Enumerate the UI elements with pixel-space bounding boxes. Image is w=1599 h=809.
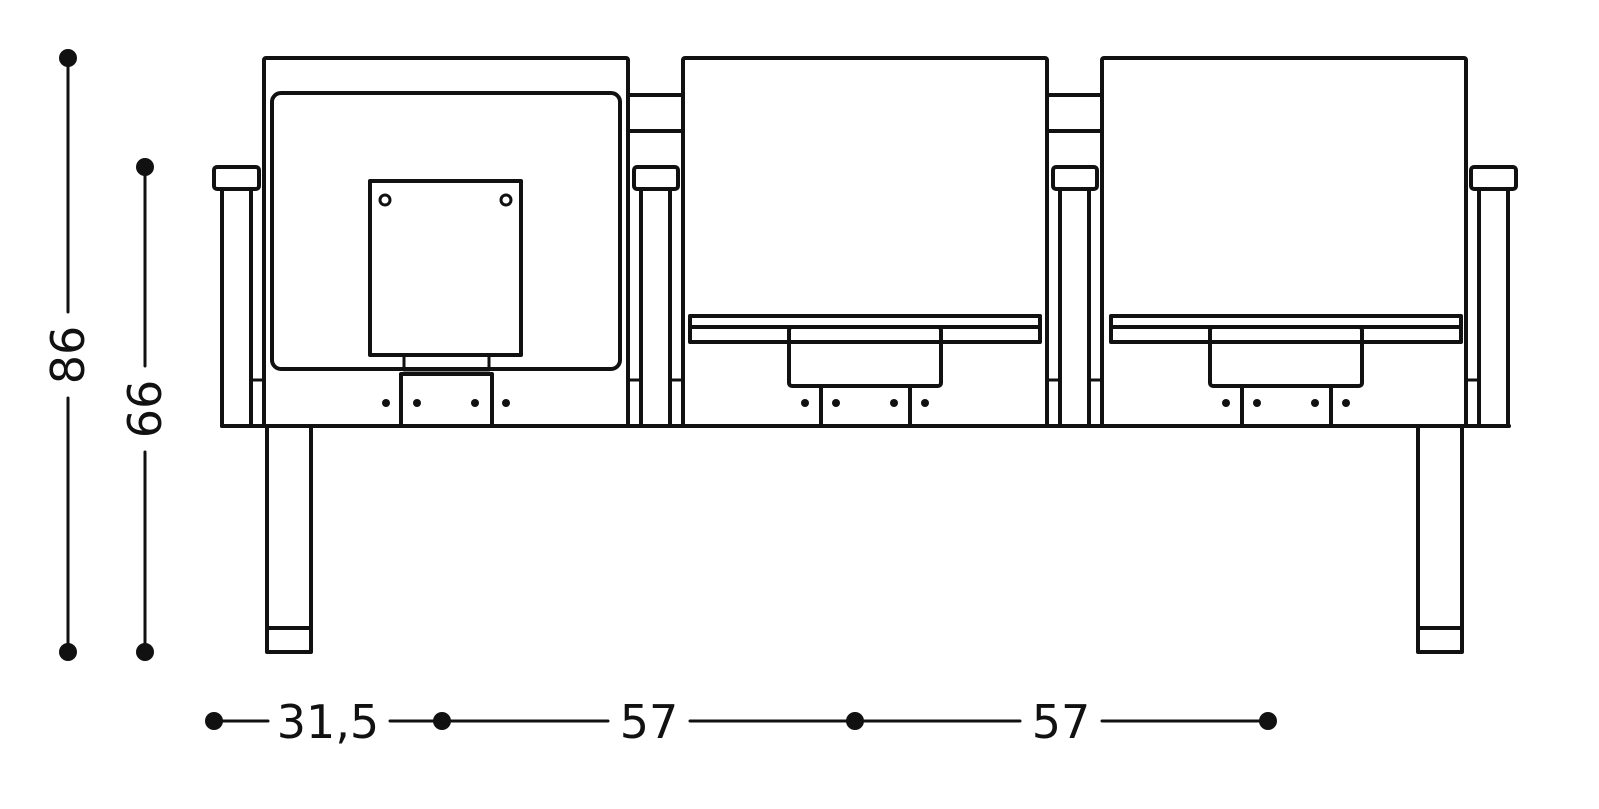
screw-hole (378, 193, 392, 207)
seat-2 (681, 56, 1049, 428)
seat-back (1100, 56, 1468, 428)
dimension-total-height: 86 (41, 49, 95, 661)
armrests (212, 165, 1518, 428)
seat-box (1208, 325, 1364, 388)
bolts (801, 399, 929, 407)
seat-box (787, 325, 943, 388)
seat-3 (1100, 56, 1468, 428)
dimension-armrest-height: 66 (118, 158, 172, 661)
dimension-label: 66 (118, 380, 172, 439)
dimension-label: 57 (620, 695, 679, 749)
dimension-label: 31,5 (277, 695, 379, 749)
leg-left (265, 424, 313, 654)
seat-1-folded (262, 56, 630, 428)
dimension-label: 86 (41, 326, 95, 385)
dimension-horizontal: 31,5 57 57 (205, 695, 1277, 749)
bolts (382, 399, 510, 407)
back-connectors (626, 93, 1104, 133)
armrest (626, 165, 685, 428)
hinge (402, 353, 491, 372)
armrest (212, 165, 266, 428)
screw-hole (499, 193, 513, 207)
seat-back (681, 56, 1049, 428)
mount-plate (368, 179, 523, 357)
seat-shell (270, 91, 622, 371)
bolts (1222, 399, 1350, 407)
armrest (1464, 165, 1518, 428)
armrest (1045, 165, 1104, 428)
leg-right (1416, 424, 1464, 654)
dimension-label: 57 (1032, 695, 1091, 749)
bracket (399, 372, 494, 428)
